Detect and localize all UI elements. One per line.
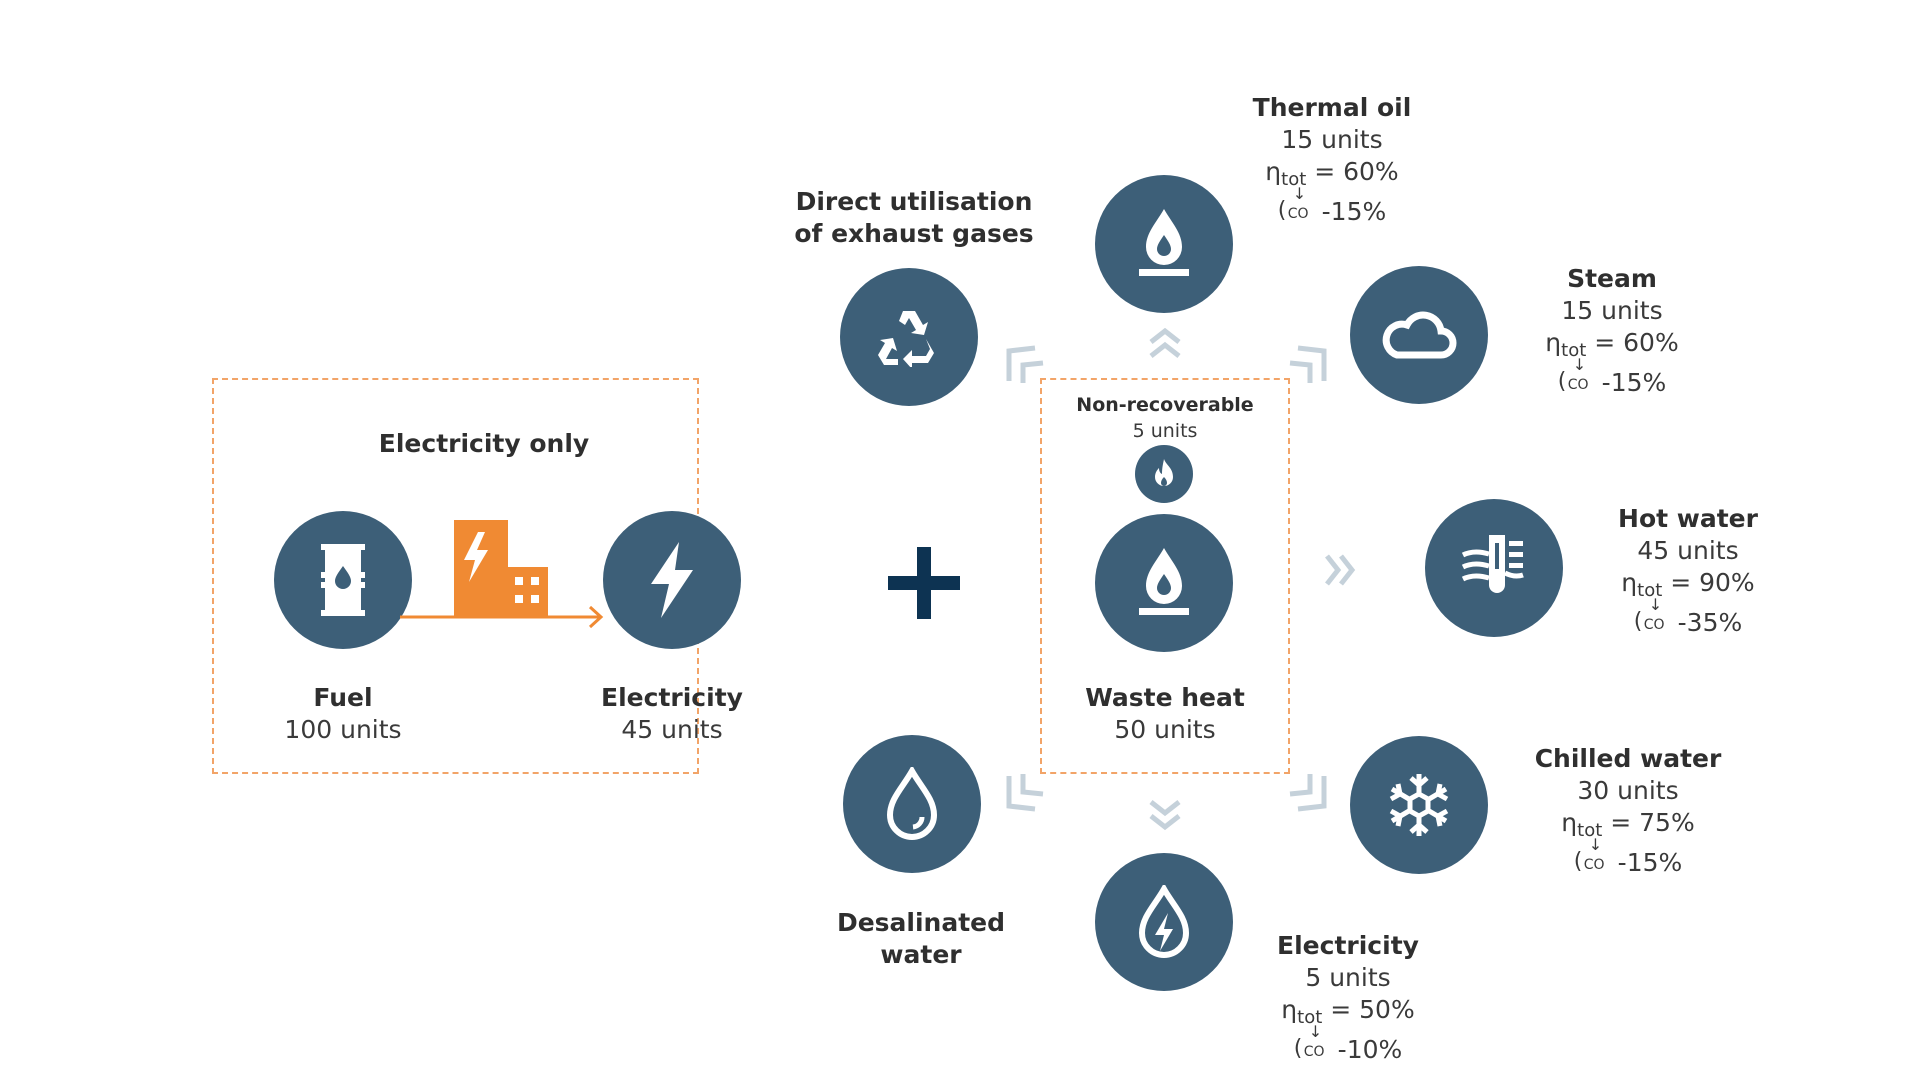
fuel-label: Fuel 100 units [284, 683, 402, 744]
efficiency-value: ηtot = 90% [1621, 568, 1755, 601]
hot-water-node [1425, 499, 1563, 637]
efficiency-value: ηtot = 50% [1281, 995, 1415, 1028]
power-plant-icon [400, 520, 604, 629]
electricity-node [603, 511, 741, 649]
co2-reduction-value: (CO↓ -35% [1633, 595, 1743, 638]
chilled-water-node [1350, 736, 1488, 874]
co2-reduction-value: (CO↓ -15% [1557, 355, 1667, 398]
direct-utilisation-node [840, 268, 978, 406]
chevron-down-icon [1149, 800, 1181, 831]
chevron-down-left-icon [1006, 774, 1044, 812]
lightning-icon [651, 542, 693, 618]
co2-reduction-value: (CO↓ -10% [1293, 1022, 1403, 1065]
electricity-output-node [1095, 853, 1233, 991]
cloud-icon [1382, 311, 1457, 359]
steam-node [1350, 266, 1488, 404]
co2-reduction-icon: (CO↓ [1633, 595, 1665, 634]
chevron-right-icon [1325, 554, 1356, 586]
efficiency-value: ηtot = 60% [1265, 157, 1399, 190]
flame-burner-icon [1139, 209, 1189, 276]
co2-reduction-icon: (CO↓ [1277, 184, 1309, 223]
co2-reduction-value: (CO↓ -15% [1277, 184, 1387, 227]
waste-heat-label: Waste heat 50 units [1085, 683, 1245, 744]
desalinated-water-node [843, 735, 981, 873]
snowflake-icon [1389, 774, 1449, 836]
chevron-down-right-icon [1289, 774, 1327, 812]
co2-reduction-icon: (CO↓ [1557, 355, 1589, 394]
flame-burner-icon [1139, 548, 1189, 615]
efficiency-value: ηtot = 60% [1545, 328, 1679, 361]
electricity-only-title: Electricity only [378, 429, 590, 458]
steam-label: Steam 15 units ηtot = 60% (CO↓ -15% [1545, 264, 1679, 398]
fuel-node [274, 511, 412, 649]
water-drop-icon [886, 767, 938, 840]
thermal-oil-label: Thermal oil 15 units ηtot = 60% (CO↓ -15… [1252, 93, 1412, 227]
recycle-icon [878, 311, 934, 367]
efficiency-value: ηtot = 75% [1561, 808, 1695, 841]
water-power-icon [1138, 885, 1190, 958]
hot-water-label: Hot water 45 units ηtot = 90% (CO↓ -35% [1618, 504, 1758, 638]
chevron-up-right-icon [1289, 345, 1327, 383]
electricity-output-label: Electricity 5 units ηtot = 50% (CO↓ -10% [1277, 931, 1419, 1065]
co2-reduction-value: (CO↓ -15% [1573, 835, 1683, 878]
co2-reduction-icon: (CO↓ [1573, 835, 1605, 874]
desalinated-water-label: Desalinated water [836, 908, 1006, 969]
chilled-water-label: Chilled water 30 units ηtot = 75% (CO↓ -… [1534, 744, 1722, 878]
thermal-oil-node [1095, 175, 1233, 313]
oil-barrel-icon [321, 544, 365, 616]
plus-icon [888, 547, 960, 619]
thermometer-heat-icon [1461, 535, 1524, 593]
chevron-up-icon [1149, 328, 1181, 358]
co2-reduction-icon: (CO↓ [1293, 1022, 1325, 1061]
chevron-up-left-icon [1006, 345, 1044, 383]
fire-icon [1155, 459, 1173, 486]
waste-heat-node [1095, 514, 1233, 652]
direct-utilisation-label: Direct utilisation of exhaust gases [794, 187, 1034, 248]
non-recoverable-node [1135, 445, 1193, 503]
non-recoverable-label: Non-recoverable 5 units [1076, 394, 1254, 442]
waste-heat-box [1040, 378, 1290, 774]
electricity-label: Electricity 45 units [601, 683, 743, 744]
